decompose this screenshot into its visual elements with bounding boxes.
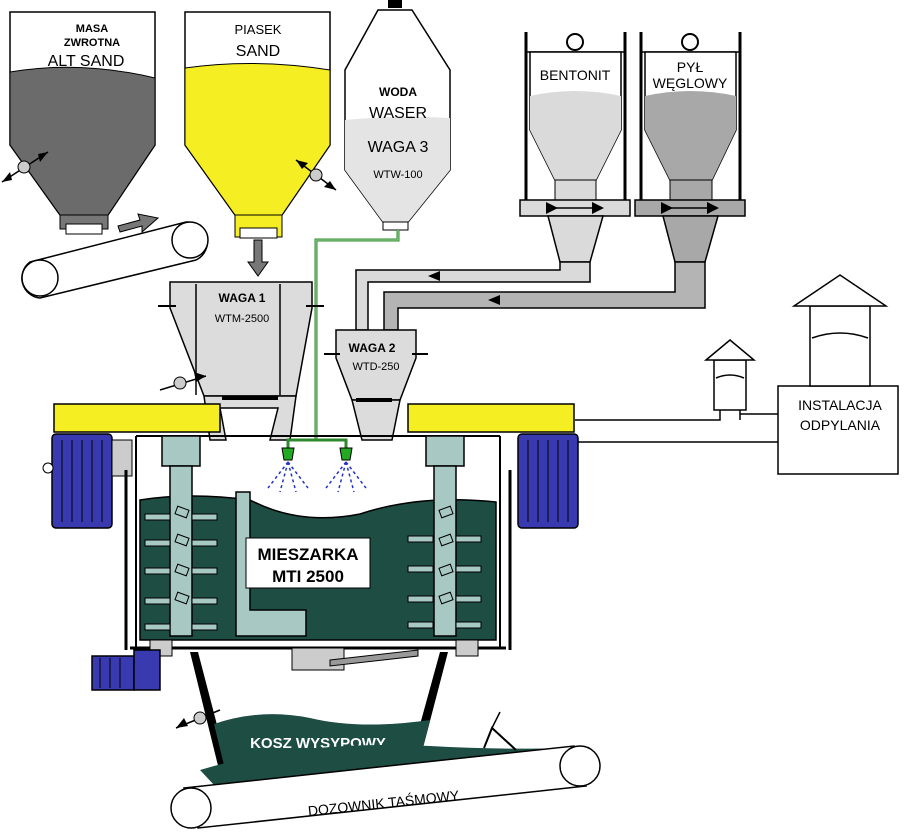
- wtw-label: WTW-100: [373, 169, 422, 181]
- left-support-beam: [53, 403, 221, 433]
- left-motor-icon: [42, 433, 133, 529]
- alt-sand-label: ALT SAND: [48, 53, 125, 70]
- right-mixer-shaft: [407, 435, 482, 637]
- weglowy-label: WĘGLOWY: [653, 75, 728, 91]
- piasek-label: PIASEK: [235, 22, 282, 37]
- waga2-label: WAGA 2: [349, 341, 396, 355]
- odpylania-label: ODPYLANIA: [800, 417, 881, 433]
- coal-dust-silo: [634, 32, 746, 263]
- waga1-scale: [158, 281, 324, 441]
- coal-flow-arrow-icon: [488, 295, 500, 305]
- water-tank: [344, 0, 451, 231]
- transfer-arrow-icon: [117, 213, 160, 234]
- wtd-label: WTD-250: [352, 361, 399, 373]
- waga1-label: WAGA 1: [219, 291, 266, 305]
- waga3-label: WAGA 3: [368, 139, 429, 156]
- sand-down-arrow-icon: [247, 239, 269, 277]
- masa-label-2: ZWROTNA: [64, 37, 120, 49]
- right-bearing: [455, 639, 479, 657]
- gate-rod: [329, 649, 419, 667]
- left-mixer-shaft: [144, 435, 218, 637]
- waga1-valve-icon: [159, 372, 207, 391]
- woda-label: WODA: [379, 85, 417, 99]
- bentonit-silo: [519, 32, 631, 263]
- mti-label: MTI 2500: [272, 567, 344, 586]
- sand-label: SAND: [236, 43, 280, 60]
- alt-sand-hopper: [9, 11, 156, 235]
- right-support-beam: [407, 403, 575, 433]
- belt-feeder: [170, 711, 601, 829]
- sand-hopper: [184, 11, 331, 239]
- spray-nozzles: [267, 438, 367, 493]
- masa-label-1: MASA: [76, 23, 108, 35]
- mixer-label-box: [245, 537, 371, 589]
- bentonit-label: BENTONIT: [540, 67, 611, 83]
- mieszarka-label: MIESZARKA: [257, 545, 358, 564]
- waser-label: WASER: [369, 105, 427, 122]
- hopper-valve-icon: [175, 709, 221, 729]
- sand-valve-icon: [295, 159, 337, 191]
- gear-motor-icon: [91, 649, 161, 691]
- return-sand-conveyor: [21, 221, 209, 299]
- dedusting-system: [575, 274, 899, 475]
- waga2-scale: [324, 329, 428, 441]
- right-motor-icon: [517, 433, 579, 529]
- instalacja-label: INSTALACJA: [798, 397, 882, 413]
- wtm-label: WTM-2500: [215, 313, 269, 325]
- alt-sand-valve-icon: [1, 151, 49, 183]
- bentonit-flow-arrow-icon: [428, 271, 440, 281]
- pyl-label: PYŁ: [677, 59, 704, 75]
